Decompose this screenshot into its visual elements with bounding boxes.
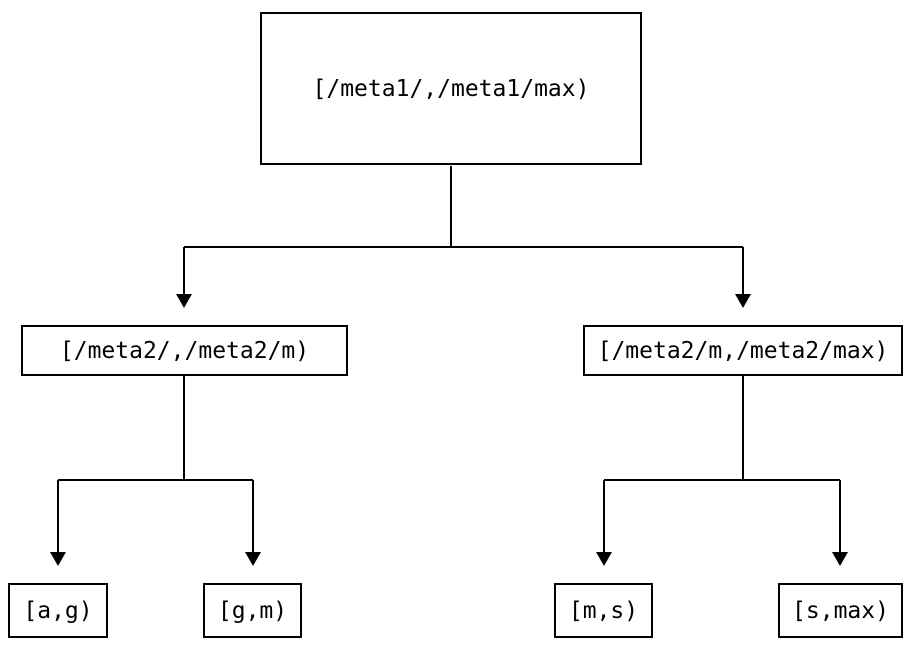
node-meta2-right-label: [/meta2/m,/meta2/max): [597, 338, 889, 364]
arrowhead-to-meta2-right: [735, 294, 751, 308]
node-leaf-m-s: [m,s): [554, 583, 653, 638]
node-leaf-m-s-label: [m,s): [568, 598, 639, 624]
node-leaf-s-max-label: [s,max): [792, 598, 889, 624]
node-meta2-left-range: [/meta2/,/meta2/m): [21, 325, 348, 376]
node-root-range: [/meta1/,/meta1/max): [260, 12, 642, 165]
node-leaf-a-g-label: [a,g): [23, 598, 93, 624]
arrowhead-to-leaf-m-s: [596, 552, 612, 566]
node-leaf-a-g: [a,g): [8, 583, 108, 638]
arrowhead-to-leaf-a-g: [50, 552, 66, 566]
node-meta2-left-label: [/meta2/,/meta2/m): [59, 338, 310, 364]
node-leaf-s-max: [s,max): [778, 583, 903, 638]
arrowhead-to-leaf-s-max: [832, 552, 848, 566]
node-leaf-g-m-label: [g,m): [217, 598, 288, 624]
node-meta2-right-range: [/meta2/m,/meta2/max): [583, 325, 903, 376]
node-root-label: [/meta1/,/meta1/max): [312, 76, 590, 102]
arrowhead-to-leaf-g-m: [245, 552, 261, 566]
arrowhead-to-meta2-left: [176, 294, 192, 308]
node-leaf-g-m: [g,m): [203, 583, 302, 638]
